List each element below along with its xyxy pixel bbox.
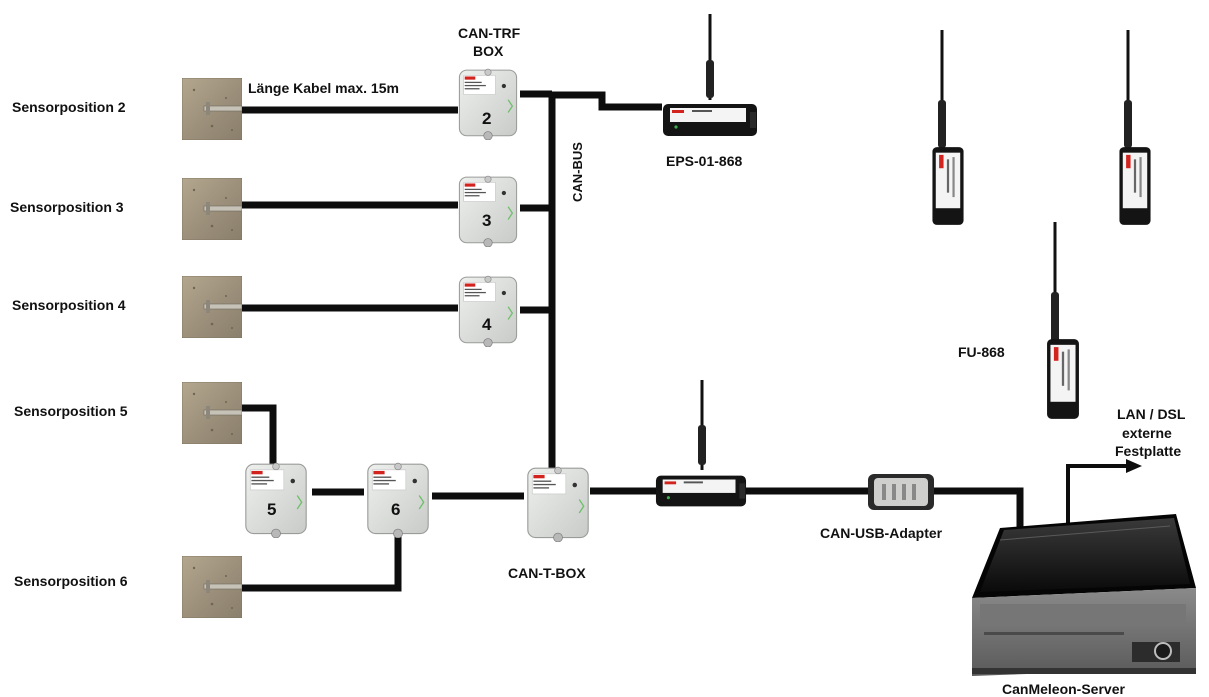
box-number-6: 6 — [391, 500, 400, 519]
cable-sensor5 — [240, 404, 277, 466]
cable-sensor6 — [240, 530, 402, 592]
sensor-wall-3 — [182, 178, 242, 240]
sensor-label-4: Sensorposition 4 — [12, 297, 126, 313]
cable-length-label: Länge Kabel max. 15m — [248, 80, 399, 96]
lan-label-line1: LAN / DSL — [1117, 406, 1186, 422]
can-bus-label: CAN-BUS — [570, 142, 585, 202]
eps-label: EPS-01-868 — [666, 153, 742, 169]
fu-label: FU-868 — [958, 344, 1005, 360]
can-usb-adapter-device — [868, 474, 934, 510]
sensor-label-3: Sensorposition 3 — [10, 199, 124, 215]
sensor-wall-5 — [182, 382, 242, 444]
can-trf-box-label-line1: CAN-TRF — [458, 25, 521, 41]
fu-868-device-right — [1119, 30, 1151, 225]
sensor-wall-6 — [182, 556, 242, 618]
box-number-4: 4 — [482, 315, 492, 334]
can-box-4 — [458, 275, 518, 347]
can-trf-box-2 — [458, 68, 518, 140]
server-label: CanMeleon-Server — [1002, 681, 1125, 697]
can-trf-box-label-line2: BOX — [473, 43, 504, 59]
sensor-wall-2 — [182, 78, 242, 140]
sensor-label-2: Sensorposition 2 — [12, 99, 126, 115]
box-number-2: 2 — [482, 109, 491, 128]
can-usb-adapter-label: CAN-USB-Adapter — [820, 525, 943, 541]
box-number-5: 5 — [267, 500, 276, 519]
cables — [240, 90, 1024, 592]
lan-label-line2: externe — [1122, 425, 1172, 441]
sensor-label-5: Sensorposition 5 — [14, 403, 128, 419]
sensor-label-6: Sensorposition 6 — [14, 573, 128, 589]
cable-eps — [552, 91, 662, 111]
sensor-wall-4 — [182, 276, 242, 338]
can-t-box-label: CAN-T-BOX — [508, 565, 586, 581]
eps-01-868-device — [663, 14, 757, 136]
cable-adapter-server — [932, 487, 1024, 530]
box-number-3: 3 — [482, 211, 491, 230]
canmeleon-server-device — [972, 514, 1196, 676]
lan-label-line3: Festplatte — [1115, 443, 1181, 459]
lan-arrow — [1066, 459, 1142, 528]
fu-868-device-center — [1047, 222, 1079, 419]
fu-868-device-left — [932, 30, 964, 225]
can-t-box-radio-device — [655, 380, 747, 507]
can-t-box-device — [527, 466, 589, 542]
